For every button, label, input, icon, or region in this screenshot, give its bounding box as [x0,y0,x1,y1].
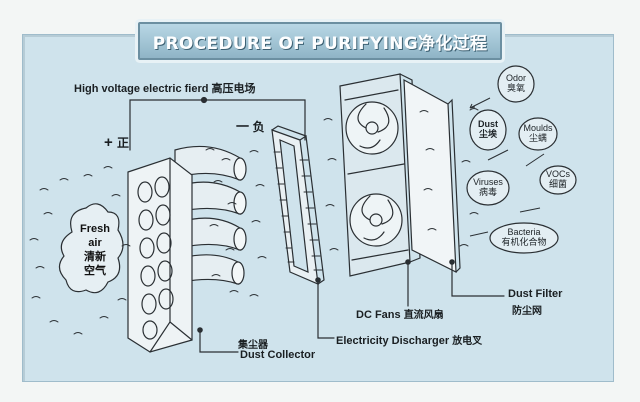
pollutant-vocs-cn: 细菌 [548,180,567,190]
voltage-wire [129,99,306,151]
pollutant-odor-en: Odor [505,73,526,83]
pollutant-moulds-cn: 尘螨 [528,134,547,144]
dust-filter [403,78,461,273]
fresh-air-cloud [58,203,124,294]
fresh-air-cn-2: 空气 [84,264,106,277]
diagram-title: PROCEDURE OF PURIFYING净化过程 [152,33,488,54]
fresh-air-cn-1: 清新 [84,250,106,263]
airflow-marks [29,108,479,335]
discharger-label-en: Electricity Discharger [336,335,450,347]
pollutant-viruses: Viruses 病毒 [464,177,512,199]
pollutant-bacteria: Bacteria 有机化合物 [490,227,558,249]
dust-collector [127,157,193,353]
filter-label-en: Dust Filter [508,288,563,300]
pollutant-bubbles [466,65,577,254]
discharger-label: Electricity Discharger 放电叉 [336,332,482,347]
negative-terminal-label: 一 负 [236,116,265,135]
pollutant-moulds: Moulds 尘螨 [516,123,560,145]
filter-pointer [451,261,505,297]
pollutant-odor: Odor 臭氧 [496,73,536,95]
pollutant-bacteria-cn: 有机化合物 [501,238,547,248]
collector-cylinders [174,145,247,285]
pollutant-vocs-en: VOCs [545,169,570,179]
collector-label-cn: 集尘器 [238,340,268,351]
airflow-arrows [469,97,545,237]
field-label: High voltage electric fierd 高压电场 [74,80,256,96]
field-label-cn: 高压电场 [211,82,256,95]
pollutant-viruses-en: Viruses [473,177,503,187]
fans-label: DC Fans 直流风扇 [356,306,444,321]
pollutant-odor-cn: 臭氧 [506,84,525,94]
electricity-discharger [271,125,325,285]
title-banner: PROCEDURE OF PURIFYING净化过程 [138,22,502,60]
fans-label-en: DC Fans [356,309,401,321]
fans-label-cn: 直流风扇 [403,310,444,321]
pollutant-bacteria-en: Bacteria [507,227,541,237]
negative-cn: 负 [252,120,265,134]
fresh-air-en-1: Fresh [80,223,110,235]
filter-label-cn: 防尘网 [512,306,542,317]
pollutant-vocs: VOCs 细菌 [538,169,578,191]
pollutant-viruses-cn: 病毒 [478,188,497,198]
fresh-air-label: Fresh air 清新 空气 [68,222,122,278]
positive-sign: + [104,134,113,151]
discharger-pointer [317,279,335,339]
positive-terminal-label: + 正 [104,134,129,151]
pollutant-dust-en: Dust [478,119,498,129]
pollutant-moulds-en: Moulds [523,123,553,133]
pollutant-dust-cn: 尘埃 [478,130,497,140]
negative-sign: 一 [236,119,250,134]
fresh-air-en-2: air [88,237,102,249]
collector-label-en: Dust Collector [240,349,316,361]
positive-cn: 正 [116,136,129,150]
pollutant-dust: Dust 尘埃 [468,119,508,141]
discharger-label-cn: 放电叉 [452,336,483,347]
field-label-en: High voltage electric fierd [74,83,209,95]
collector-pointer [199,329,239,353]
